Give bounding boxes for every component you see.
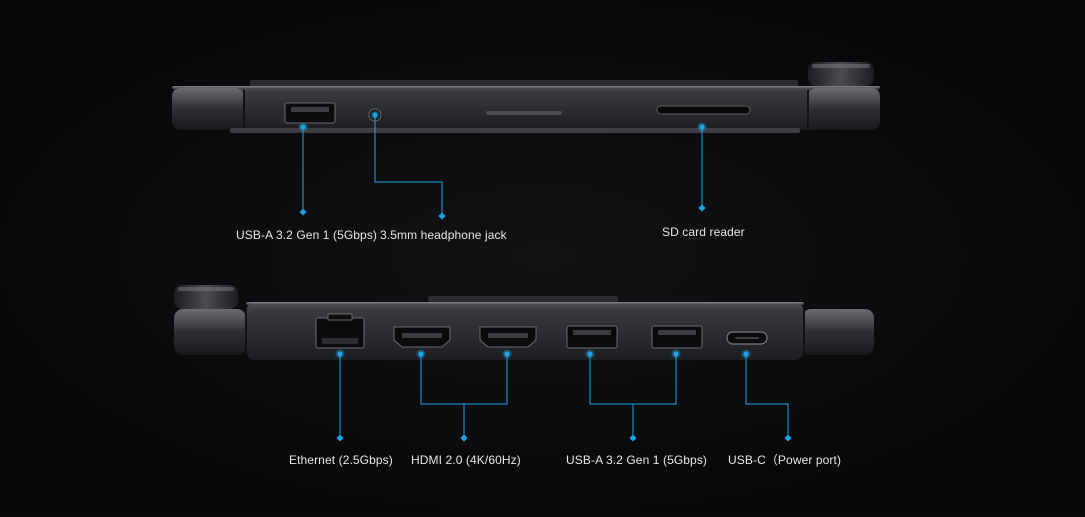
dot-icon: [587, 351, 593, 357]
dot-icon: [699, 124, 705, 130]
diamond-icon: [698, 204, 706, 212]
callout-headphone: [374, 115, 446, 220]
top-vent-slot: [486, 111, 562, 115]
callout-top-usb-a: [299, 127, 307, 216]
label-hdmi: HDMI 2.0 (4K/60Hz): [411, 453, 521, 467]
label-bottom-usb-a: USB-A 3.2 Gen 1 (5Gbps): [566, 453, 708, 467]
callout-ethernet: [336, 354, 344, 442]
dot-icon: [300, 124, 306, 130]
top-device-left-grip: [172, 88, 244, 130]
dot-icon: [372, 112, 378, 118]
dot-icon: [673, 351, 679, 357]
bottom-device-right-grip: [802, 309, 874, 355]
top-device: [172, 62, 880, 133]
ethernet-port: [315, 313, 365, 349]
sd-card-slot: [656, 105, 751, 115]
dot-icon: [337, 351, 343, 357]
diamond-icon: [299, 208, 307, 216]
callout-line: [745, 354, 789, 438]
top-device-right-grip: [808, 88, 880, 130]
callout-line: [589, 354, 677, 405]
top-device-body: [172, 86, 880, 130]
bottom-device-left-grip: [174, 309, 246, 355]
bottom-device: [174, 285, 874, 360]
callout-line: [374, 115, 443, 216]
dot-icon: [504, 351, 510, 357]
label-top-usb-a: USB-A 3.2 Gen 1 (5Gbps): [236, 228, 378, 242]
callout-usb-c: [745, 354, 792, 442]
label-headphone-jack: 3.5mm headphone jack: [380, 228, 507, 242]
diamond-icon: [336, 434, 344, 442]
dot-icon: [743, 351, 749, 357]
dot-icon: [418, 351, 424, 357]
callout-bottom-usb-a: [589, 354, 677, 442]
label-ethernet: Ethernet (2.5Gbps): [289, 453, 393, 467]
callout-sd-card: [698, 127, 706, 212]
callout-hdmi: [420, 354, 508, 442]
diamond-icon: [460, 434, 468, 442]
label-usb-c: USB-C（Power port): [728, 453, 842, 467]
callout-line: [420, 354, 508, 405]
diamond-icon: [784, 434, 792, 442]
label-sd-card-reader: SD card reader: [662, 225, 745, 239]
diamond-icon: [629, 434, 637, 442]
diamond-icon: [438, 212, 446, 220]
